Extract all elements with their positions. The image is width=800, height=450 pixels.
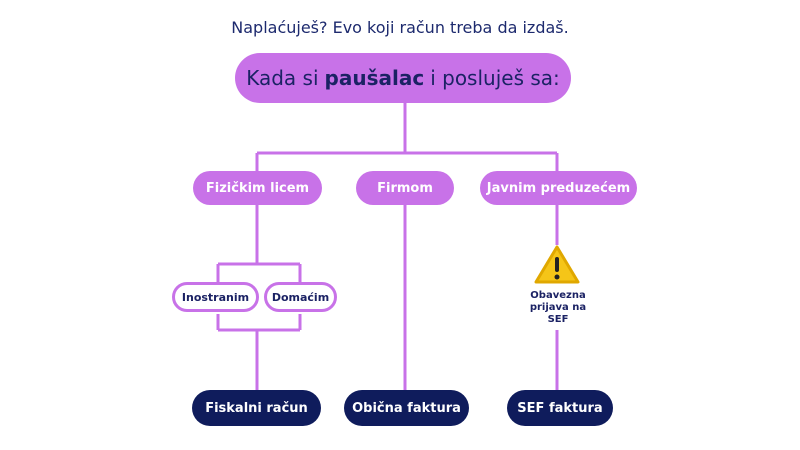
- branch-individual: Fizičkim licem: [193, 171, 322, 205]
- warning-icon: [534, 245, 580, 284]
- branch-company: Firmom: [356, 171, 454, 205]
- root-bold: paušalac: [324, 66, 425, 90]
- root-after: i posluješ sa:: [430, 66, 560, 90]
- sub-branch-foreign: Inostranim: [172, 282, 259, 312]
- result-regular-invoice: Obična faktura: [344, 390, 469, 426]
- root-before: Kada si: [246, 66, 319, 90]
- sub-branch-domestic: Domaćim: [264, 282, 337, 312]
- result-fiscal-receipt: Fiskalni račun: [192, 390, 321, 426]
- diagram-title: Naplaćuješ? Evo koji račun treba da izda…: [231, 18, 569, 37]
- result-sef-invoice: SEF faktura: [507, 390, 613, 426]
- warning-note: Obavezna prijava na SEF: [529, 290, 587, 325]
- branch-public-enterprise: Javnim preduzećem: [480, 171, 637, 205]
